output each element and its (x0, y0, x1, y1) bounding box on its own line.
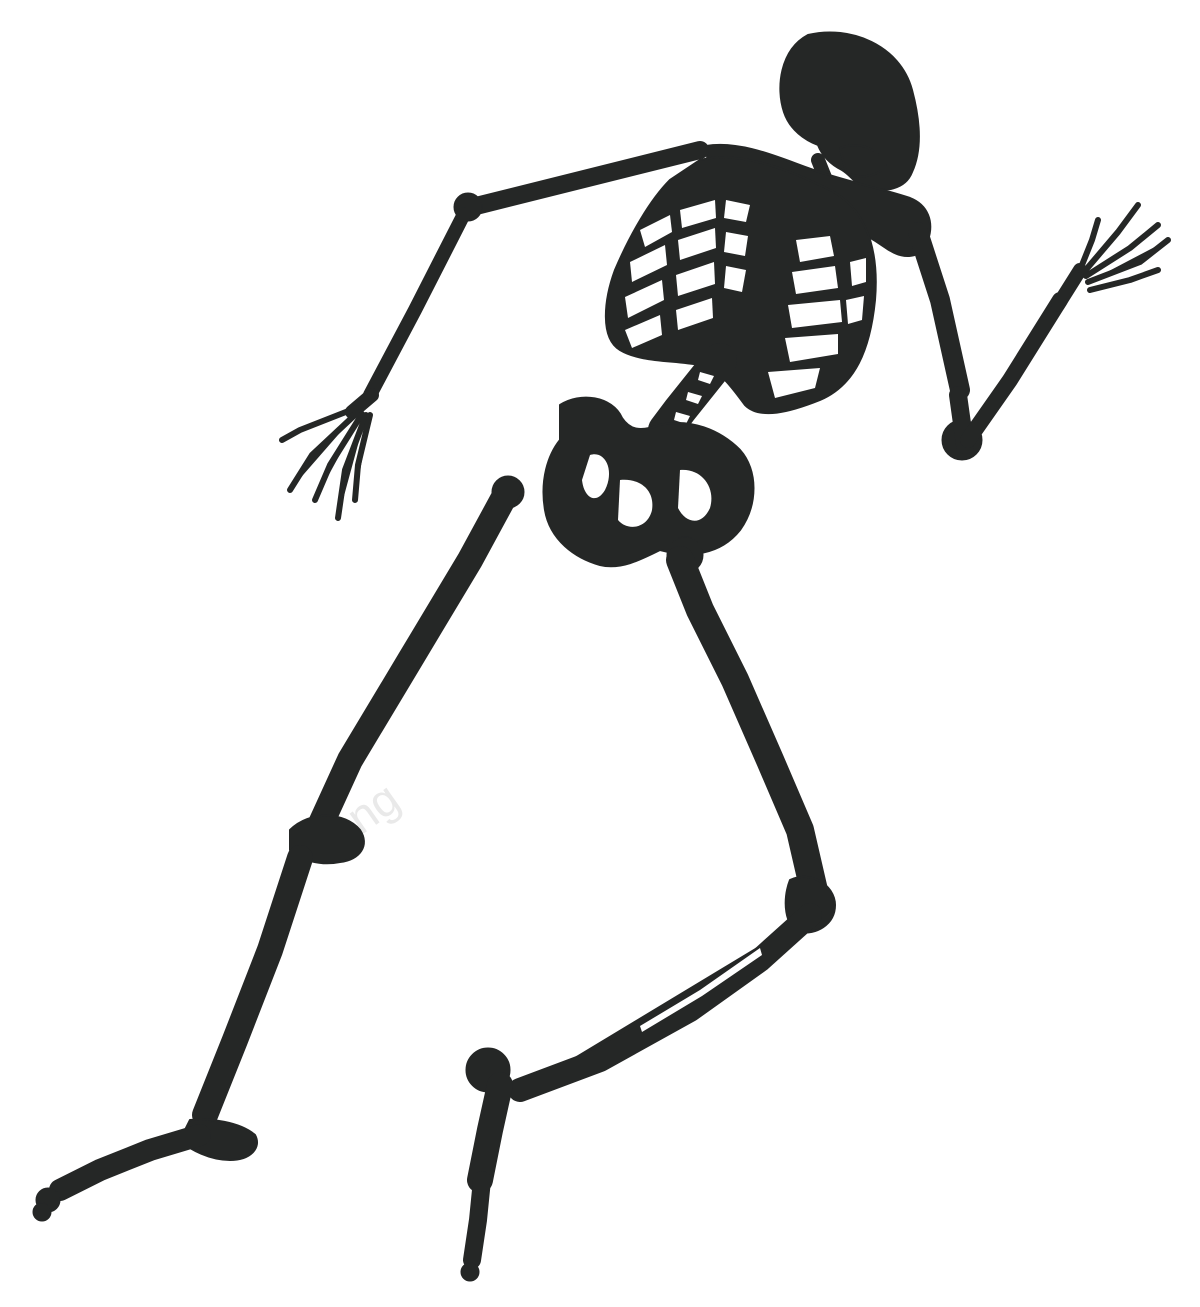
right-hand (1051, 202, 1171, 312)
left-foot (32, 1118, 258, 1222)
right-forearm (960, 292, 1068, 448)
skeleton-figure (32, 31, 1171, 1282)
right-foot (460, 1047, 513, 1282)
left-forearm (363, 207, 471, 402)
left-hand (279, 388, 379, 521)
tibia-gap (640, 948, 762, 1032)
left-femur (305, 477, 521, 843)
pelvis (542, 396, 755, 568)
rib-gaps (625, 200, 866, 398)
left-tibia (192, 845, 313, 1128)
right-femur (666, 546, 829, 909)
jaw (839, 144, 887, 178)
right-humerus (908, 222, 970, 400)
vertebrae-notches (674, 372, 714, 424)
left-humerus (471, 141, 709, 214)
pelvis-holes (582, 454, 712, 527)
right-tibia (508, 903, 822, 1102)
